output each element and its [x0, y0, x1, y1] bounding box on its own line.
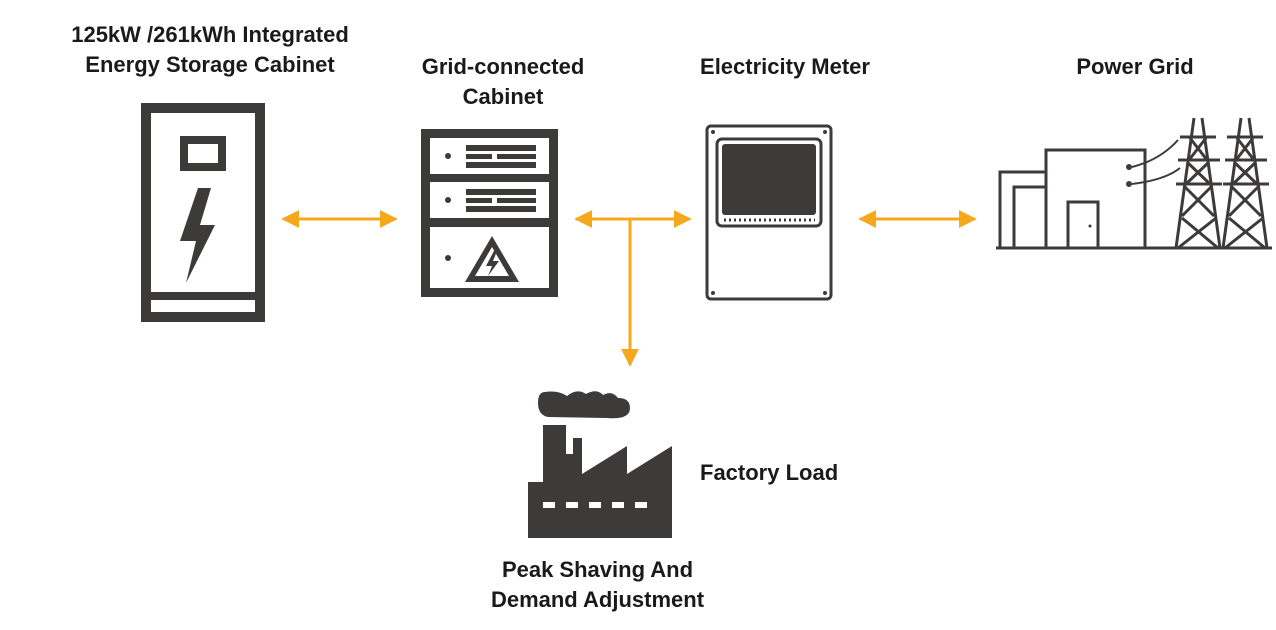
grid-connected-cabinet-label-line2: Cabinet	[462, 84, 544, 109]
power-grid-label: Power Grid	[1076, 54, 1194, 79]
peak-shaving-label-line2: Demand Adjustment	[490, 587, 705, 612]
energy-storage-cabinet-label-line1: 125kW /261kWh Integrated	[71, 22, 349, 47]
grid-cabinet-icon	[421, 129, 558, 297]
energy-storage-cabinet-label: 125kW /261kWh Integrated Energy Storage …	[30, 20, 390, 80]
energy-storage-cabinet-label-line2: Energy Storage Cabinet	[85, 52, 335, 77]
electricity-meter-icon	[705, 124, 833, 301]
peak-shaving-label-line1: Peak Shaving And	[501, 557, 694, 582]
electricity-meter-label: Electricity Meter	[700, 54, 870, 79]
factory-load-label: Factory Load	[700, 460, 839, 485]
grid-connected-cabinet-label-line1: Grid-connected	[421, 54, 585, 79]
power-grid-icon	[996, 117, 1272, 250]
peak-shaving-label: Peak Shaving And Demand Adjustment	[455, 555, 740, 615]
battery-cabinet-icon	[141, 103, 265, 322]
factory-icon	[528, 391, 672, 538]
grid-connected-cabinet-label: Grid-connected Cabinet	[393, 52, 613, 112]
